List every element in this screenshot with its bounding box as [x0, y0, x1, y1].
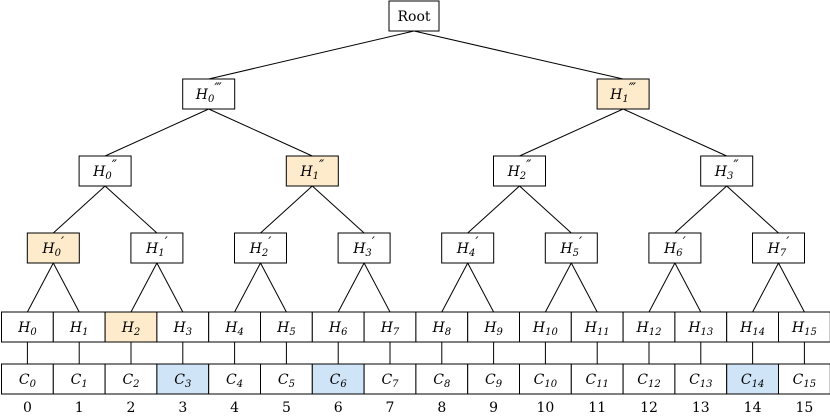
- chunk-index-5: 5: [282, 400, 291, 416]
- edge-l2-6-to-13: [674, 262, 702, 313]
- edge-l2-7-to-14: [752, 262, 779, 313]
- chunk-node-15: C15: [778, 363, 830, 395]
- edge-l1-2-to-4: [467, 185, 520, 234]
- chunk-node-14: C14: [726, 363, 780, 395]
- edge-l2-4-to-8: [441, 262, 469, 313]
- hash-node-l2-0: H0′: [26, 232, 80, 264]
- chunk-node-0: C0: [1, 363, 54, 395]
- chunk-node-2: C2: [104, 363, 158, 395]
- edge-l2-2-to-5: [260, 262, 287, 313]
- edge-l1-1-to-2: [260, 185, 313, 234]
- hash-node-l0-0: H0‴: [182, 78, 236, 110]
- chunk-index-10: 10: [536, 400, 554, 416]
- hash-node-l2-4: H4′: [441, 232, 495, 264]
- chunk-index-11: 11: [588, 400, 606, 416]
- edge-l2-0-to-1: [52, 262, 80, 313]
- edge-l2-3-to-7: [363, 262, 391, 313]
- edge-l2-4-to-9: [467, 262, 495, 313]
- edge-l0-0-to-1: [208, 108, 313, 157]
- edge-l1-3-to-7: [726, 185, 779, 234]
- chunk-index-12: 12: [640, 400, 658, 416]
- hash-node-l3-2: H2: [104, 311, 158, 343]
- chunk-node-7: C7: [363, 363, 417, 395]
- hash-node-l3-15: H15: [778, 311, 830, 343]
- hash-node-l3-14: H14: [726, 311, 780, 343]
- hash-node-l0-1: H1‴: [596, 78, 650, 110]
- hash-node-l2-2: H2′: [234, 232, 287, 264]
- hash-node-l1-3: H3″: [700, 155, 754, 187]
- hash-node-l3-8: H8: [415, 311, 469, 343]
- hash-node-l3-4: H4: [208, 311, 261, 343]
- hash-node-l2-5: H5′: [544, 232, 598, 264]
- hash-node-l3-1: H1: [52, 311, 106, 343]
- chunk-index-1: 1: [75, 400, 84, 416]
- edge-l0-1-to-3: [622, 108, 727, 157]
- chunk-index-6: 6: [334, 400, 343, 416]
- edge-l2-0-to-0: [26, 262, 54, 313]
- chunk-node-3: C3: [156, 363, 210, 395]
- hash-node-l2-1: H1′: [130, 232, 184, 264]
- chunk-node-13: C13: [674, 363, 728, 395]
- edge-l1-1-to-3: [311, 185, 365, 234]
- edge-l1-0-to-1: [104, 185, 158, 234]
- root-label: Root: [397, 9, 430, 25]
- chunk-index-4: 4: [230, 400, 239, 416]
- chunk-node-9: C9: [467, 363, 521, 395]
- chunk-node-10: C10: [519, 363, 572, 395]
- chunk-node-1: C1: [52, 363, 106, 395]
- hash-node-l1-0: H0″: [78, 155, 132, 187]
- chunk-node-5: C5: [260, 363, 313, 395]
- hash-node-l3-5: H5: [260, 311, 313, 343]
- chunk-node-11: C11: [570, 363, 624, 395]
- chunk-index-2: 2: [127, 400, 136, 416]
- chunk-index-15: 15: [795, 400, 813, 416]
- hash-node-l3-9: H9: [467, 311, 521, 343]
- hash-node-l3-13: H13: [674, 311, 728, 343]
- chunk-index-7: 7: [386, 400, 395, 416]
- hash-node-l2-3: H3′: [337, 232, 391, 264]
- hash-node-l3-3: H3: [156, 311, 210, 343]
- edge-l2-3-to-6: [337, 262, 365, 313]
- edge-l1-2-to-5: [519, 185, 572, 234]
- chunk-index-13: 13: [692, 400, 710, 416]
- chunk-index-3: 3: [178, 400, 187, 416]
- chunk-node-4: C4: [208, 363, 261, 395]
- chunk-node-8: C8: [415, 363, 469, 395]
- chunk-index-8: 8: [437, 400, 446, 416]
- hash-node-l2-6: H6′: [648, 232, 702, 264]
- root-node: Root: [388, 0, 440, 32]
- hash-node-l3-12: H12: [622, 311, 676, 343]
- edge-l2-5-to-10: [544, 262, 572, 313]
- edge-l2-6-to-12: [648, 262, 676, 313]
- chunk-index-14: 14: [744, 400, 762, 416]
- hash-node-l3-10: H10: [519, 311, 572, 343]
- edge-root-to-h3-1: [413, 30, 624, 80]
- edge-l1-3-to-6: [674, 185, 728, 234]
- chunk-node-6: C6: [311, 363, 365, 395]
- edge-l2-7-to-15: [778, 262, 805, 313]
- hash-node-l3-11: H11: [570, 311, 624, 343]
- tree-edges: [26, 30, 805, 364]
- hash-node-l1-2: H2″: [493, 155, 546, 187]
- edge-l1-0-to-0: [52, 185, 106, 234]
- edge-l2-5-to-11: [570, 262, 598, 313]
- edge-l2-1-to-2: [130, 262, 158, 313]
- edge-l0-1-to-2: [519, 108, 624, 157]
- edge-root-to-h3-0: [208, 30, 415, 80]
- hash-node-l3-6: H6: [311, 311, 365, 343]
- edge-l0-0-to-0: [104, 108, 209, 157]
- hash-node-l2-7: H7′: [752, 232, 805, 264]
- hash-node-l1-1: H1″: [285, 155, 339, 187]
- edge-l2-1-to-3: [156, 262, 184, 313]
- hash-node-l3-0: H0: [1, 311, 54, 343]
- chunk-node-12: C12: [622, 363, 676, 395]
- edge-l2-2-to-4: [234, 262, 261, 313]
- chunk-index-0: 0: [23, 400, 32, 416]
- hash-node-l3-7: H7: [363, 311, 417, 343]
- chunk-index-9: 9: [489, 400, 498, 416]
